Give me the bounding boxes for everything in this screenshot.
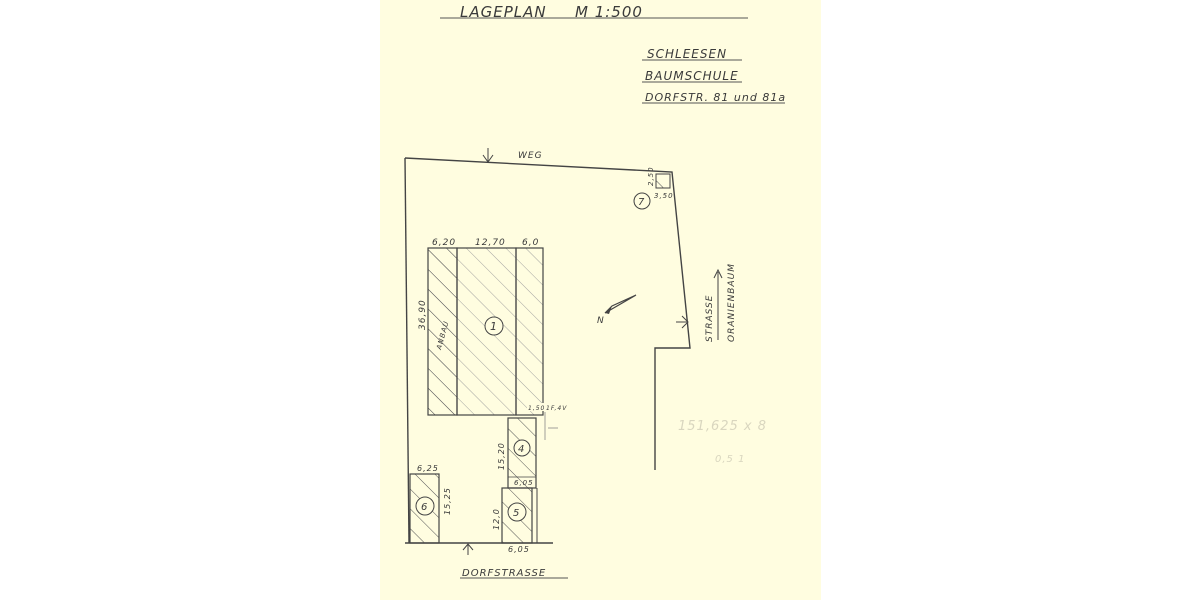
building-1-label: 1 [490, 320, 498, 333]
address-name: BAUMSCHULE [645, 69, 739, 83]
building-5-dim-side: 12,0 [492, 508, 501, 530]
road-right-label-2: ORANIENBAUM [727, 263, 737, 342]
building-4-dim-bottom: 6,05 [514, 479, 534, 487]
building-7-label: 7 [638, 197, 645, 208]
road-weg-label: WEG [518, 151, 543, 161]
building-7-dim-bottom: 3,50 [654, 192, 674, 200]
plan-scale: M 1:500 [575, 3, 643, 21]
north-arrow: N [597, 294, 637, 326]
faint-note-1: 151,625 x 8 [678, 419, 767, 434]
building-1-dim-side: 36,90 [418, 299, 428, 330]
building-1-marker [484, 316, 504, 336]
plan-title: LAGEPLAN [460, 3, 547, 21]
road-dorfstrasse-label: DORFSTRASSE [462, 568, 546, 579]
building-6-dim-top: 6,25 [417, 464, 439, 473]
address-street: DORFSTR. 81 und 81a [645, 91, 786, 104]
building-6-marker [415, 496, 435, 516]
building-4: 4 15,20 6,05 [497, 417, 537, 489]
building-1-dim-top-3: 6,0 [522, 238, 539, 248]
building-7: 2,50 3,50 7 [633, 166, 674, 210]
building-5-dim-bottom: 6,05 [508, 545, 530, 554]
header: LAGEPLAN M 1:500 SCHLEESEN BAUMSCHULE DO… [440, 3, 786, 104]
road-right-label-1: STRASSE [705, 295, 715, 342]
road-weg: WEG [482, 148, 543, 163]
building-4-marker [513, 439, 531, 457]
building-1-dim-top-1: 6,20 [432, 238, 456, 248]
road-dorfstrasse: DORFSTRASSE [460, 543, 568, 579]
faint-note-2: 0,5 1 [715, 454, 745, 465]
connector-right-dim: 1F,4V [546, 405, 567, 412]
north-label: N [597, 316, 605, 326]
road-oranienbaum: STRASSE ORANIENBAUM [676, 263, 737, 342]
building-4-label: 4 [518, 444, 525, 455]
faint-notes: 151,625 x 8 0,5 1 [678, 419, 767, 465]
address-place: SCHLEESEN [647, 47, 727, 61]
arrow-up-icon [713, 268, 723, 279]
building-7-marker [633, 192, 651, 210]
building-5-label: 5 [513, 508, 520, 519]
connector-left-dim: 1,50 [528, 405, 545, 412]
east-wing [515, 247, 544, 416]
building-6: 6 6,25 15,25 [409, 464, 452, 544]
building-5-marker [507, 502, 527, 522]
arrow-head-icon [482, 154, 494, 163]
building-1: 6,20 12,70 6,0 36,90 ANBAU 1 [418, 238, 544, 416]
building-6-label: 6 [421, 502, 428, 513]
building-1-dim-top-2: 12,70 [475, 238, 506, 248]
building-5: 5 12,0 6,05 [492, 487, 538, 554]
building-6-dim-side: 15,25 [443, 487, 452, 515]
connector-dims: 1,50 1F,4V [527, 403, 567, 440]
building-7-dim-side: 2,50 [647, 166, 655, 186]
building-4-dim-side: 15,20 [497, 442, 506, 470]
